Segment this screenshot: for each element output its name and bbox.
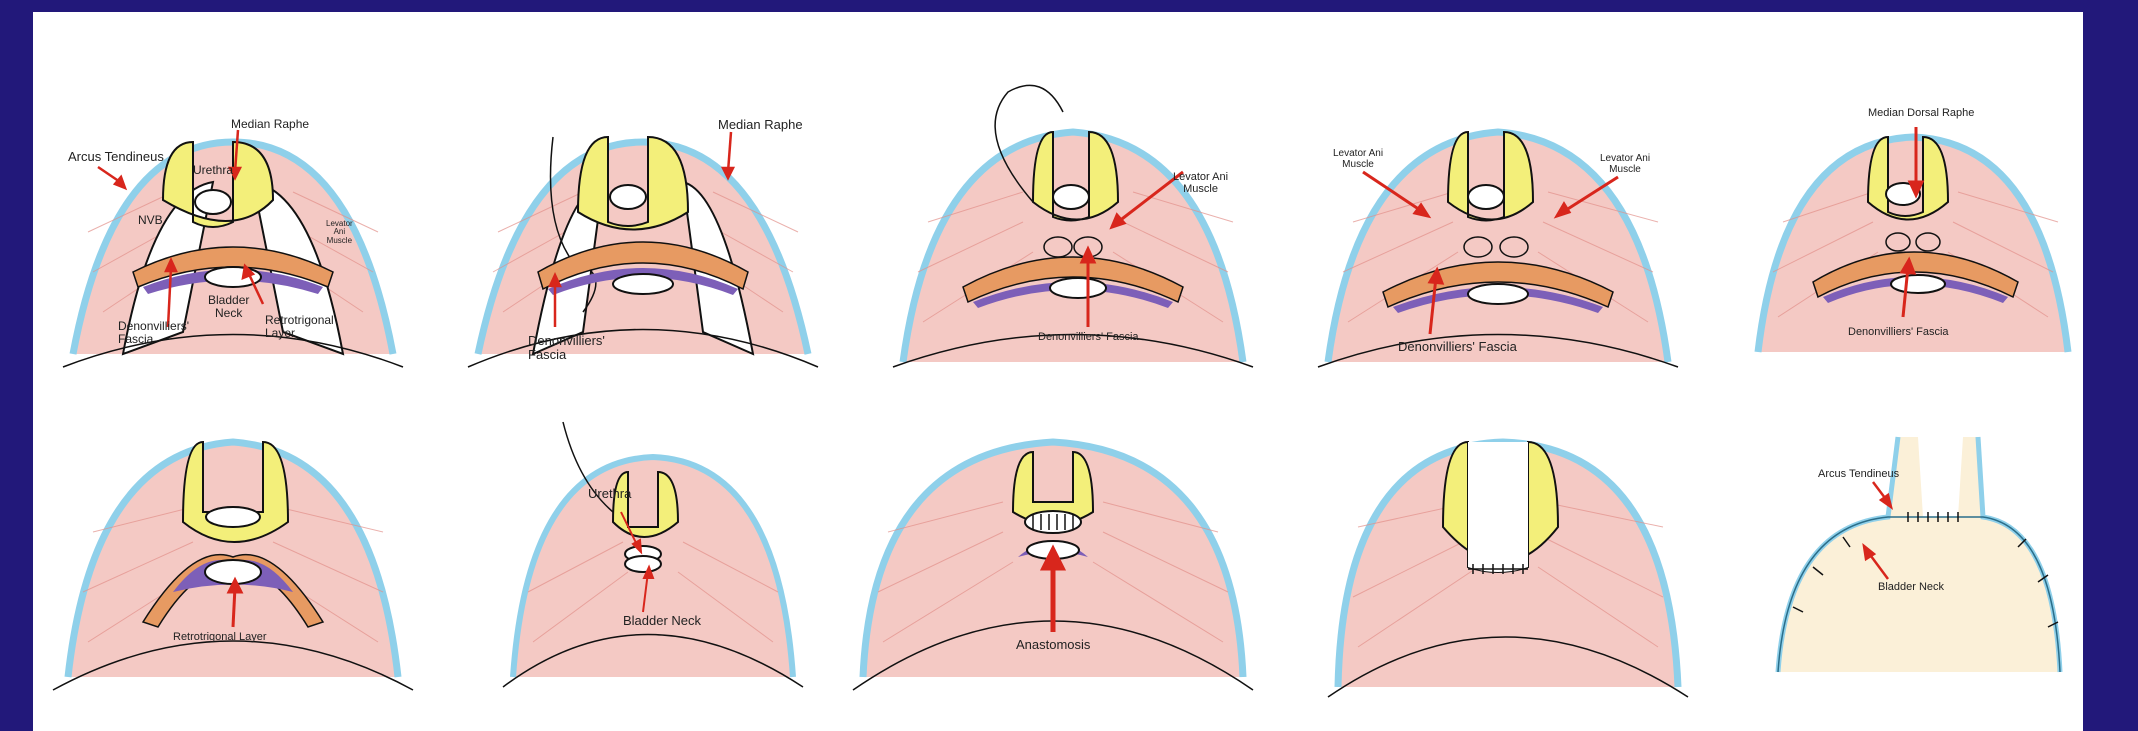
panel-7-drawing <box>503 402 803 692</box>
denonvilliers-fascia-label-2: Denonvilliers'Fascia <box>528 334 605 361</box>
panel-9 <box>1323 417 1693 697</box>
panel-3-drawing <box>893 72 1253 372</box>
panel-9-drawing <box>1323 417 1693 697</box>
panel-6: Retrotrigonal Layer <box>53 412 413 692</box>
bladder-neck-label-10: Bladder Neck <box>1878 582 1944 594</box>
urethra-label-7: Urethra <box>588 487 631 501</box>
urethra-label: Urethra <box>193 164 233 177</box>
panel-5: Median Dorsal Raphe Denonvilliers' Fasci… <box>1753 72 2073 372</box>
median-raphe-label-2: Median Raphe <box>718 118 803 132</box>
panel-2: Median Raphe Denonvilliers'Fascia <box>463 72 823 372</box>
nvb-label: NVB <box>138 214 163 227</box>
denonvilliers-fascia-label-4: Denonvilliers' Fascia <box>1398 340 1517 354</box>
panel-4-drawing <box>1318 72 1678 372</box>
arcus-tendineus-label-10: Arcus Tendineus <box>1818 469 1899 481</box>
figure-canvas: Arcus Tendineus Median Raphe Urethra NVB… <box>33 12 2083 731</box>
denonvilliers-fascia-label-5: Denonvilliers' Fascia <box>1848 327 1949 339</box>
retrotrigonal-layer-label-6: Retrotrigonal Layer <box>173 632 267 644</box>
denonvilliers-fascia-label: Denonvilliers'Fascia <box>118 320 189 345</box>
denonvilliers-fascia-label-3: Denonvilliers' Fascia <box>1038 332 1139 344</box>
anastomosis-label: Anastomosis <box>1016 638 1090 652</box>
panel-10: Arcus Tendineus Bladder Neck <box>1768 417 2068 697</box>
bladder-neck-label-7: Bladder Neck <box>623 614 701 628</box>
panel-1: Arcus Tendineus Median Raphe Urethra NVB… <box>43 72 403 372</box>
panel-10-drawing <box>1768 417 2068 697</box>
panel-6-drawing <box>53 412 413 692</box>
panel-8: Anastomosis <box>853 412 1253 692</box>
arcus-tendineus-label: Arcus Tendineus <box>68 150 164 164</box>
panel-7: Urethra Bladder Neck <box>503 402 803 692</box>
median-raphe-label: Median Raphe <box>231 118 309 131</box>
median-dorsal-raphe-label: Median Dorsal Raphe <box>1868 108 1974 120</box>
